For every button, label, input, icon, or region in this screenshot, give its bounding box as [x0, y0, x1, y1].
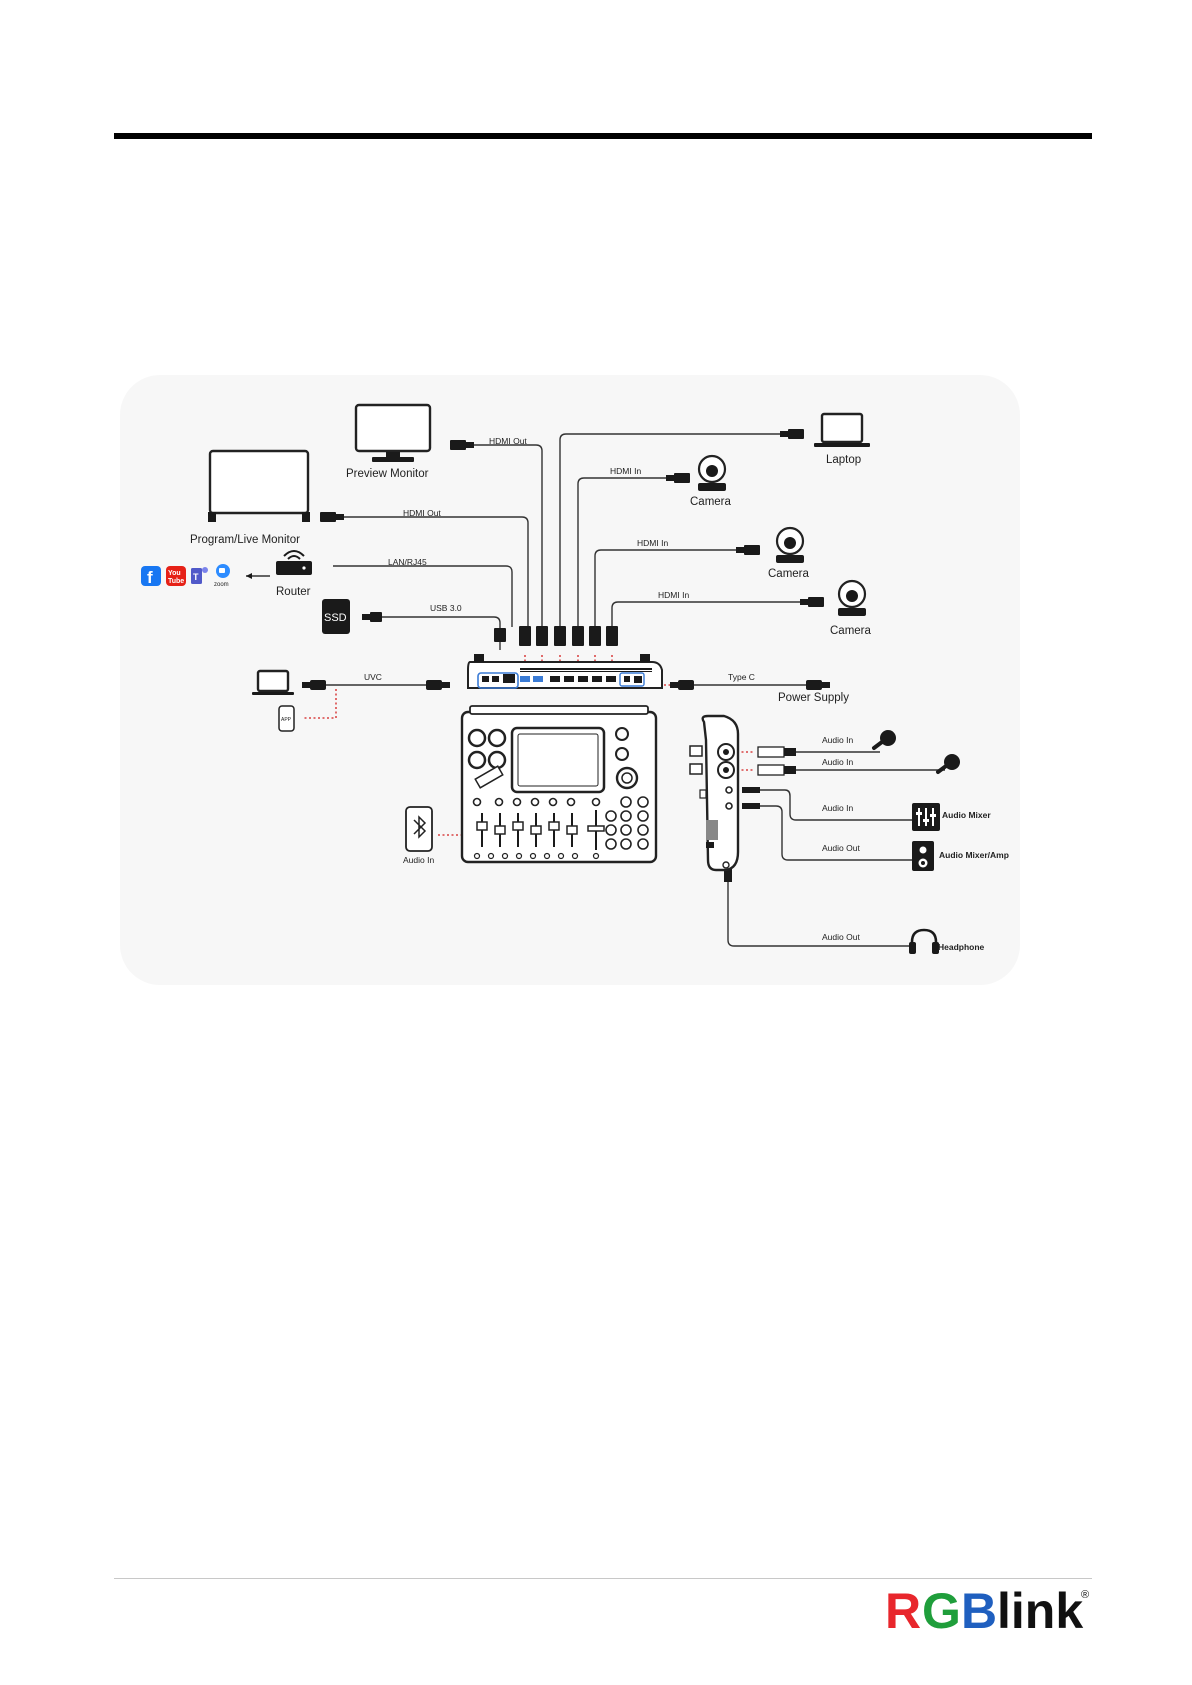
audio-in-label-2: Audio In [822, 757, 853, 767]
audio-out-label-2: Audio Out [822, 932, 860, 942]
uvc-laptop-icon [252, 671, 294, 695]
logo-registered: ® [1081, 1589, 1089, 1601]
router-icon [276, 551, 312, 575]
camera-icon-1 [698, 456, 726, 491]
app-label: APP [281, 717, 292, 723]
microphone-icon-2 [938, 754, 960, 772]
laptop-label: Laptop [826, 454, 861, 466]
logo-letter-b: B [961, 1584, 997, 1638]
headphone-label: Headphone [938, 942, 985, 952]
svg-text:f: f [147, 568, 153, 587]
streaming-platform-icons: f You Tube T zoom [141, 564, 230, 588]
uvc-label: UVC [364, 672, 382, 682]
preview-monitor-icon [356, 405, 430, 462]
svg-text:T: T [193, 572, 199, 582]
lan-label: LAN/RJ45 [388, 557, 427, 567]
cable-lan [333, 566, 512, 627]
hdmi-in-label-2: HDMI In [637, 538, 668, 548]
audio-out-label-1: Audio Out [822, 843, 860, 853]
hdmi-out-label-2: HDMI Out [403, 508, 441, 518]
cable-usb [378, 617, 500, 650]
zoom-label: zoom [214, 582, 229, 588]
camera-icon-3 [838, 581, 866, 616]
logo-letter-g: G [922, 1584, 961, 1638]
cable-hdmi-out-preview [472, 445, 542, 627]
camera-icon-2 [776, 528, 804, 563]
ssd-label: SSD [324, 612, 347, 624]
ssd-icon: SSD [322, 599, 350, 634]
preview-monitor-label: Preview Monitor [346, 468, 429, 480]
hdmi-in-label-1: HDMI In [610, 466, 641, 476]
router-label: Router [276, 586, 311, 598]
hdmi-out-label-1: HDMI Out [489, 436, 527, 446]
usb-label: USB 3.0 [430, 603, 462, 613]
camera-label-2: Camera [768, 568, 810, 580]
camera-label-3: Camera [830, 625, 872, 637]
audio-mixer-icon [912, 803, 940, 831]
switcher-top-view [462, 706, 656, 862]
rgblink-logo: R G B link ® [885, 1584, 1095, 1638]
camera-label-1: Camera [690, 496, 732, 508]
cable-camera2 [595, 550, 742, 627]
app-phone-icon: APP [279, 706, 294, 731]
switcher-side-view [690, 716, 738, 870]
headphone-icon [909, 930, 939, 954]
switcher-vents [520, 668, 652, 672]
cable-camera1 [578, 478, 672, 627]
audio-in-label-3: Audio In [822, 803, 853, 813]
type-c-label: Type C [728, 672, 755, 682]
microphone-icon-1 [874, 730, 896, 748]
hdmi-in-label-3: HDMI In [658, 590, 689, 600]
svg-text:Tube: Tube [168, 578, 184, 585]
footer-rule [114, 1578, 1092, 1579]
power-supply-label: Power Supply [778, 692, 849, 704]
audio-mixer-amp-label: Audio Mixer/Amp [939, 850, 1009, 860]
switcher-rear-panel [468, 654, 662, 688]
laptop-icon [814, 414, 870, 447]
audio-mixer-label: Audio Mixer [942, 810, 991, 820]
logo-letter-r: R [885, 1584, 921, 1638]
bluetooth-audio-in-label: Audio In [403, 855, 434, 865]
svg-text:You: You [168, 570, 181, 577]
bluetooth-phone-icon [406, 807, 432, 851]
program-monitor-label: Program/Live Monitor [190, 534, 300, 546]
speaker-icon [912, 841, 934, 871]
audio-in-label-1: Audio In [822, 735, 853, 745]
cable-camera3 [612, 602, 806, 627]
hdmi-plug-row [519, 626, 618, 646]
program-monitor-icon [208, 451, 310, 522]
logo-link: link [997, 1584, 1083, 1638]
